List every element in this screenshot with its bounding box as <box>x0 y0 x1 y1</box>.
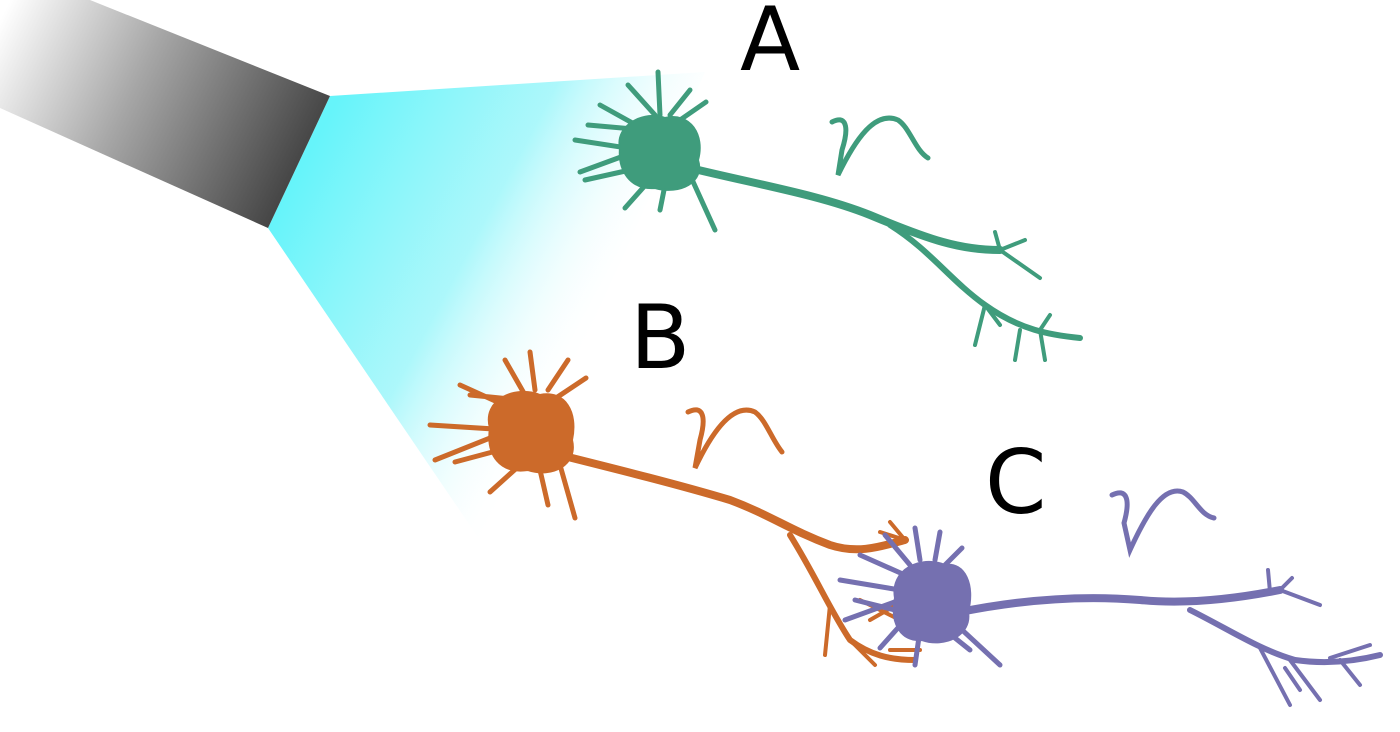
label-c: C <box>985 431 1046 534</box>
neuron-c <box>837 525 1383 707</box>
neuron-b <box>427 349 922 667</box>
spike-trace-a <box>829 115 931 177</box>
neuron-a <box>572 69 1083 362</box>
neuron-b-axon <box>556 451 909 554</box>
spike-trace-b <box>685 407 785 470</box>
label-a: A <box>740 0 800 91</box>
neuron-a-axon <box>686 164 1004 254</box>
label-b: B <box>630 286 690 389</box>
spike-trace-c <box>1109 488 1217 558</box>
optical-fiber <box>0 0 330 228</box>
light-beam <box>268 72 705 555</box>
neuron-c-soma <box>892 560 972 644</box>
neuron-a-soma <box>618 114 701 191</box>
neuron-b-soma <box>487 390 575 474</box>
neuron-c-axon <box>956 586 1284 616</box>
